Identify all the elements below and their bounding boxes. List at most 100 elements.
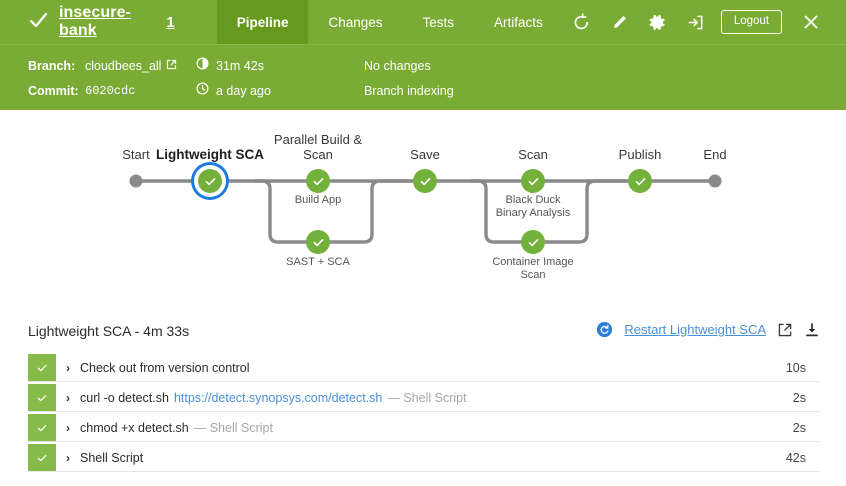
check-icon	[37, 454, 47, 461]
pipeline-graph: Start Lightweight SCA Parallel Build & S…	[0, 128, 846, 298]
step-duration: 2s	[792, 420, 806, 435]
stage-node-container-image-scan[interactable]	[521, 230, 545, 254]
check-icon	[37, 424, 47, 431]
step-results-header: Lightweight SCA - 4m 33s Restart Lightwe…	[0, 318, 846, 352]
stage-node-sast-sca[interactable]	[306, 230, 330, 254]
substage-label-build-app: Build App	[294, 194, 342, 206]
commit-value: 6020cdc	[85, 84, 136, 98]
stage-label-lightweight-sca: Lightweight SCA	[156, 147, 264, 162]
pipeline-start-node	[129, 174, 143, 188]
sign-out-icon[interactable]	[677, 0, 715, 44]
check-icon	[313, 177, 323, 185]
check-icon	[205, 177, 215, 185]
check-icon	[528, 238, 538, 246]
stage-label-parallel-build-scan: Parallel Build & Scan	[273, 132, 363, 162]
step-meta: — Shell Script	[387, 390, 467, 405]
stage-label-end: End	[703, 147, 727, 162]
external-link-icon[interactable]	[777, 322, 793, 338]
stage-node-save[interactable]	[413, 169, 437, 193]
timestamp-value: a day ago	[216, 84, 271, 98]
chevron-right-icon[interactable]: ›	[66, 360, 70, 375]
step-results-title: Lightweight SCA - 4m 33s	[28, 323, 190, 339]
step-status-success	[28, 414, 56, 441]
step-text: curl -o detect.sh	[80, 390, 169, 405]
close-icon[interactable]	[792, 0, 830, 44]
commit-label: Commit:	[28, 84, 79, 98]
stage-label-scan: Scan	[518, 147, 548, 162]
list-item[interactable]: › chmod +x detect.sh — Shell Script 2s	[28, 414, 820, 442]
check-icon	[420, 177, 430, 185]
stage-node-black-duck[interactable]	[521, 169, 545, 193]
stage-label-publish: Publish	[618, 147, 662, 162]
check-icon	[37, 394, 47, 401]
check-icon	[28, 10, 49, 35]
pipeline-end-node	[708, 174, 722, 188]
check-icon	[313, 238, 323, 246]
project-name-link[interactable]: insecure-bank	[59, 4, 132, 39]
clock-icon	[196, 82, 209, 100]
step-duration: 2s	[792, 390, 806, 405]
step-duration: 10s	[785, 360, 806, 375]
stage-node-publish[interactable]	[628, 169, 652, 193]
duration-field: 31m 42s	[196, 55, 264, 77]
chevron-right-icon[interactable]: ›	[66, 420, 70, 435]
check-icon	[528, 177, 538, 185]
step-status-success	[28, 354, 56, 381]
substage-label-black-duck: Black Duck Binary Analysis	[495, 194, 571, 219]
run-tabs: Pipeline Changes Tests Artifacts	[216, 0, 563, 44]
step-url[interactable]: https://detect.synopsys.com/detect.sh	[173, 390, 383, 405]
step-label: Shell Script	[80, 444, 758, 471]
step-status-success	[28, 384, 56, 411]
step-status-success	[28, 444, 56, 471]
download-icon[interactable]	[804, 322, 820, 338]
indexing-cause: Branch indexing	[364, 84, 454, 98]
substage-label-sast-sca: SAST + SCA	[286, 256, 350, 268]
step-label: Check out from version control	[80, 354, 758, 381]
external-link-icon[interactable]	[166, 57, 177, 75]
restart-icon[interactable]	[596, 321, 613, 338]
restart-stage-link[interactable]: Restart Lightweight SCA	[624, 322, 766, 337]
tab-artifacts[interactable]: Artifacts	[494, 14, 543, 30]
branch-value: cloudbees_all	[85, 55, 177, 77]
check-icon	[635, 177, 645, 185]
tab-pipeline[interactable]: Pipeline	[216, 0, 309, 44]
step-label: curl -o detect.sh https://detect.synopsy…	[80, 384, 758, 411]
duration-icon	[196, 57, 209, 75]
check-icon	[37, 364, 47, 371]
build-number-link[interactable]: 1	[166, 13, 175, 31]
run-info-bar: Branch: cloudbees_all 31m 42s No changes	[0, 44, 846, 110]
chevron-right-icon[interactable]: ›	[66, 390, 70, 405]
list-item[interactable]: › Check out from version control 10s	[28, 354, 820, 382]
step-list: › Check out from version control 10s › c…	[28, 354, 820, 474]
stage-label-save: Save	[410, 147, 440, 162]
list-item[interactable]: › curl -o detect.sh https://detect.synop…	[28, 384, 820, 412]
logout-button[interactable]: Logout	[720, 10, 782, 34]
pipeline-wires	[134, 179, 715, 244]
gear-icon[interactable]	[639, 0, 677, 44]
stage-node-lightweight-sca[interactable]	[198, 169, 222, 193]
chevron-right-icon[interactable]: ›	[66, 450, 70, 465]
stage-label-start: Start	[122, 147, 150, 162]
step-text: Check out from version control	[80, 360, 250, 375]
step-results-section: Lightweight SCA - 4m 33s Restart Lightwe…	[0, 318, 846, 472]
run-header: insecure-bank 1 Pipeline Changes Tests A…	[0, 0, 846, 44]
step-text: Shell Script	[80, 450, 144, 465]
substage-label-container-image-scan: Container Image Scan	[492, 256, 574, 281]
step-results-actions: Restart Lightweight SCA	[596, 321, 820, 338]
tab-changes[interactable]: Changes	[328, 14, 383, 30]
run-header-actions: Logout	[563, 0, 846, 44]
list-item[interactable]: › Shell Script 42s	[28, 444, 820, 472]
rerun-icon[interactable]	[563, 0, 601, 44]
stage-node-build-app[interactable]	[306, 169, 330, 193]
step-duration: 42s	[785, 450, 806, 465]
pencil-icon[interactable]	[601, 0, 639, 44]
duration-value: 31m 42s	[216, 59, 264, 73]
step-label: chmod +x detect.sh — Shell Script	[80, 414, 758, 441]
step-meta: — Shell Script	[193, 420, 273, 435]
timestamp-field: a day ago	[196, 80, 271, 102]
run-header-left: insecure-bank 1	[0, 0, 175, 44]
changes-summary: No changes	[364, 59, 431, 73]
branch-label: Branch:	[28, 59, 76, 73]
tab-tests[interactable]: Tests	[422, 14, 455, 30]
